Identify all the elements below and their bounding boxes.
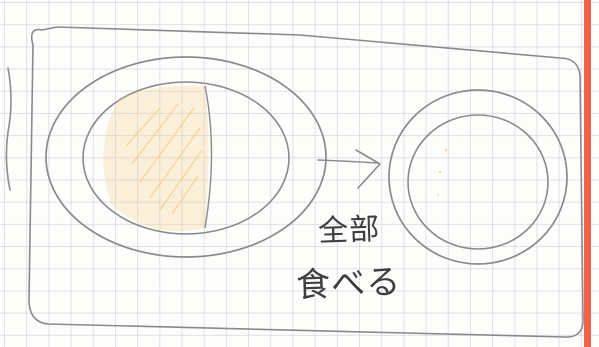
margin-line — [584, 0, 591, 347]
right-arrow-icon — [317, 149, 381, 189]
tray-outline — [28, 26, 584, 338]
empty-plate-rim — [388, 89, 568, 265]
caption-line-all: 全部 — [317, 211, 381, 250]
food-hatching — [125, 103, 203, 215]
full-plate-well — [82, 81, 290, 235]
empty-plate — [388, 89, 568, 265]
caption-line-eat: 食べる — [295, 262, 402, 306]
food-portion — [103, 85, 209, 232]
full-plate-rim — [45, 56, 327, 258]
empty-plate-well — [407, 114, 549, 250]
food-edge — [204, 85, 213, 229]
crumbs — [437, 148, 448, 196]
edge-scribble — [5, 67, 12, 191]
full-plate — [45, 56, 327, 258]
